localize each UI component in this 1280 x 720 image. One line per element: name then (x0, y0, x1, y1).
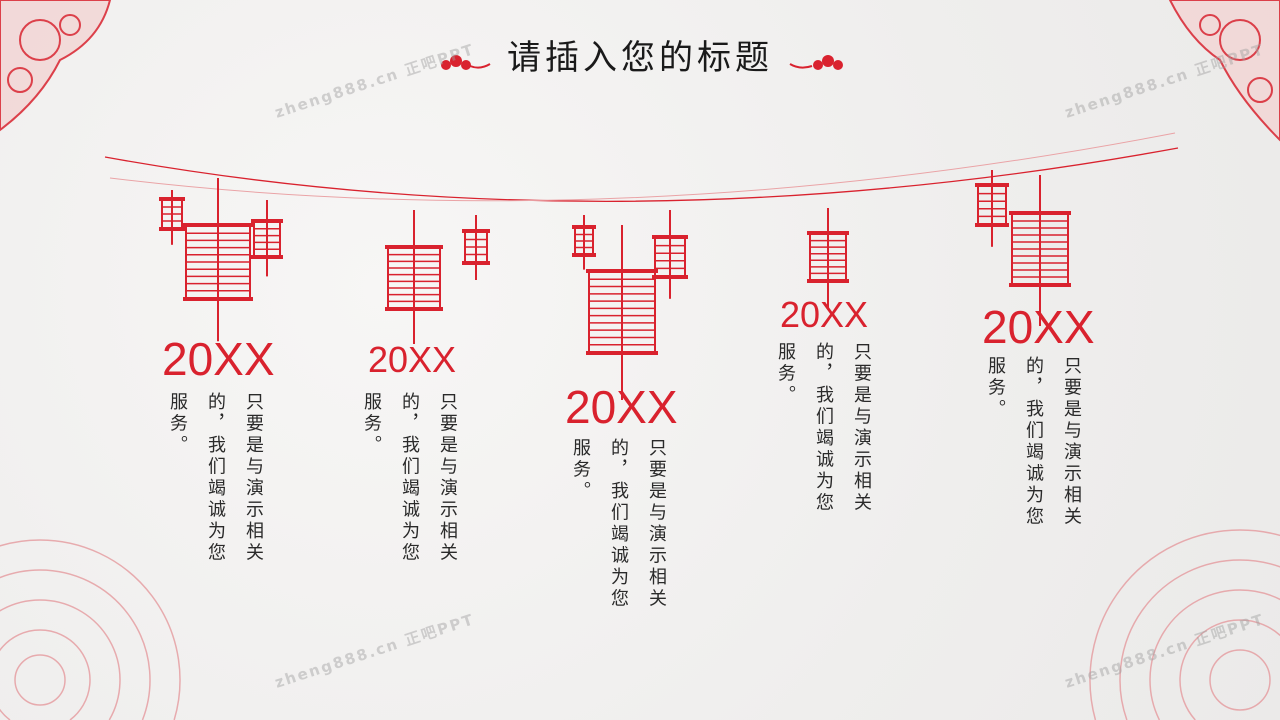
lantern-icon (251, 200, 283, 277)
corner-ornament-top-right (1168, 0, 1280, 142)
mandala-ring (14, 654, 66, 706)
year-label-4: 20XX (780, 294, 869, 335)
mandala-ring (0, 599, 121, 720)
description-4: 只要是与演示相关的，我们竭诚为您服务。 (775, 342, 872, 514)
mandala-bottom-right (1089, 529, 1280, 720)
mandala-ring (0, 629, 91, 720)
mandala-ring (0, 569, 151, 720)
lantern-icon (462, 215, 490, 280)
cloud-ornament-left (441, 55, 491, 70)
corner-ornament-top-left (0, 0, 112, 132)
cloud-ornament-right (789, 55, 843, 70)
mandala-bottom-left (0, 539, 181, 720)
lantern-string-faint (109, 132, 1176, 202)
mandala-ring (0, 539, 181, 720)
lantern-icon (652, 210, 688, 299)
lantern-icon (975, 170, 1009, 247)
lantern-icon (183, 178, 253, 342)
lantern-icon (586, 225, 658, 400)
lantern-string (104, 147, 1179, 202)
mandala-ring (1089, 529, 1280, 720)
mandala-ring (1119, 559, 1280, 720)
year-label-5: 20XX (982, 301, 1095, 353)
lantern-icon (159, 190, 185, 245)
lantern-icon (385, 210, 443, 344)
year-label-3: 20XX (565, 381, 678, 433)
year-label-1: 20XX (162, 333, 275, 385)
mandala-ring (1149, 589, 1280, 720)
page-title: 请插入您的标题 (507, 38, 773, 78)
lantern-icon (807, 208, 849, 308)
lantern-icon (572, 215, 596, 270)
lantern-icon (1009, 175, 1071, 326)
description-1: 只要是与演示相关的，我们竭诚为您服务。 (167, 392, 264, 564)
description-5: 只要是与演示相关的，我们竭诚为您服务。 (985, 356, 1082, 528)
description-2: 只要是与演示相关的，我们竭诚为您服务。 (361, 392, 458, 564)
mandala-ring (1209, 649, 1271, 711)
year-label-2: 20XX (368, 339, 457, 380)
description-3: 只要是与演示相关的，我们竭诚为您服务。 (570, 438, 667, 610)
mandala-ring (1179, 619, 1280, 720)
